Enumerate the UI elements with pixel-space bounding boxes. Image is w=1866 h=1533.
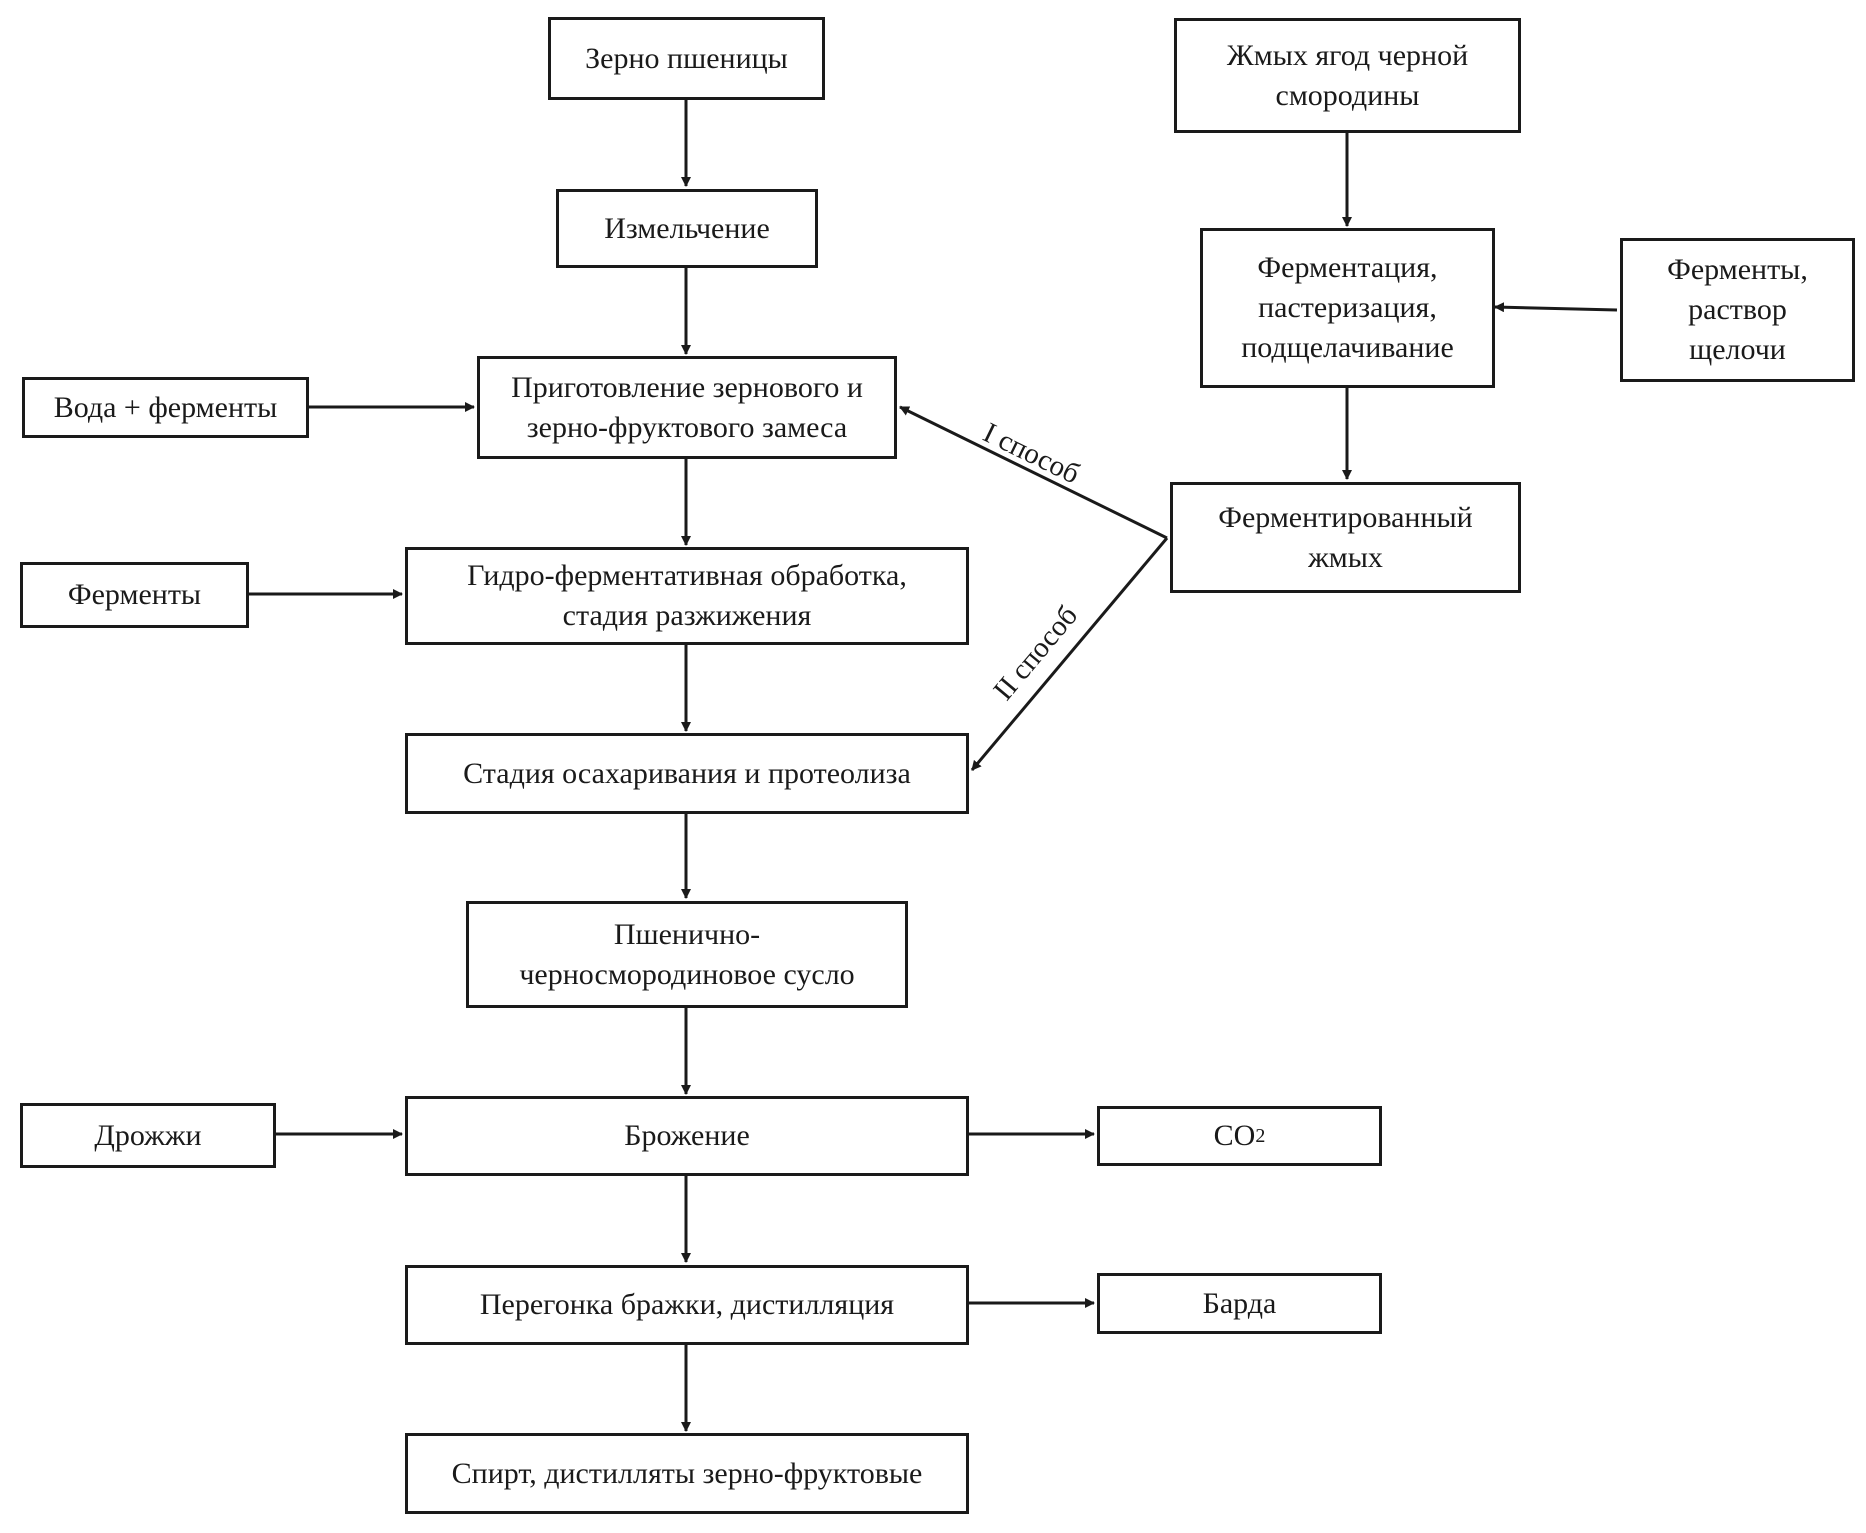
node-water-enzymes: Вода + ферменты <box>22 377 309 438</box>
node-stillage: Барда <box>1097 1273 1382 1334</box>
node-grinding: Измельчение <box>556 189 818 268</box>
node-saccharification: Стадия осахаривания и протеолиза <box>405 733 969 814</box>
node-enzymes: Ферменты <box>20 562 249 628</box>
node-wort: Пшенично- черносмородиновое сусло <box>466 901 908 1008</box>
node-product: Спирт, дистилляты зерно-фруктовые <box>405 1433 969 1514</box>
co2-subscript: 2 <box>1255 1125 1266 1147</box>
node-fermentation: Брожение <box>405 1096 969 1176</box>
node-wheat-grain: Зерно пшеницы <box>548 17 825 100</box>
node-mash-preparation: Приготовление зернового и зерно-фруктово… <box>477 356 897 459</box>
co2-label: CO <box>1213 1119 1256 1152</box>
node-fermented-pomace: Ферментированный жмых <box>1170 482 1521 593</box>
node-currant-pomace: Жмых ягод черной смородины <box>1174 18 1521 133</box>
arrow-enzymes-alkali-to-ferment <box>1494 302 1618 313</box>
node-yeast: Дрожжи <box>20 1103 276 1168</box>
arrow-method-1 <box>899 405 1168 540</box>
arrow-method-2 <box>970 537 1169 771</box>
node-enzymes-alkali: Ферменты, раствор щелочи <box>1620 238 1855 382</box>
node-distillation: Перегонка бражки, дистилляция <box>405 1265 969 1345</box>
node-hydro-treatment: Гидро-ферментативная обработка, стадия р… <box>405 547 969 645</box>
node-ferment-pasteurize: Ферментация, пастеризация, подщелачивани… <box>1200 228 1495 388</box>
